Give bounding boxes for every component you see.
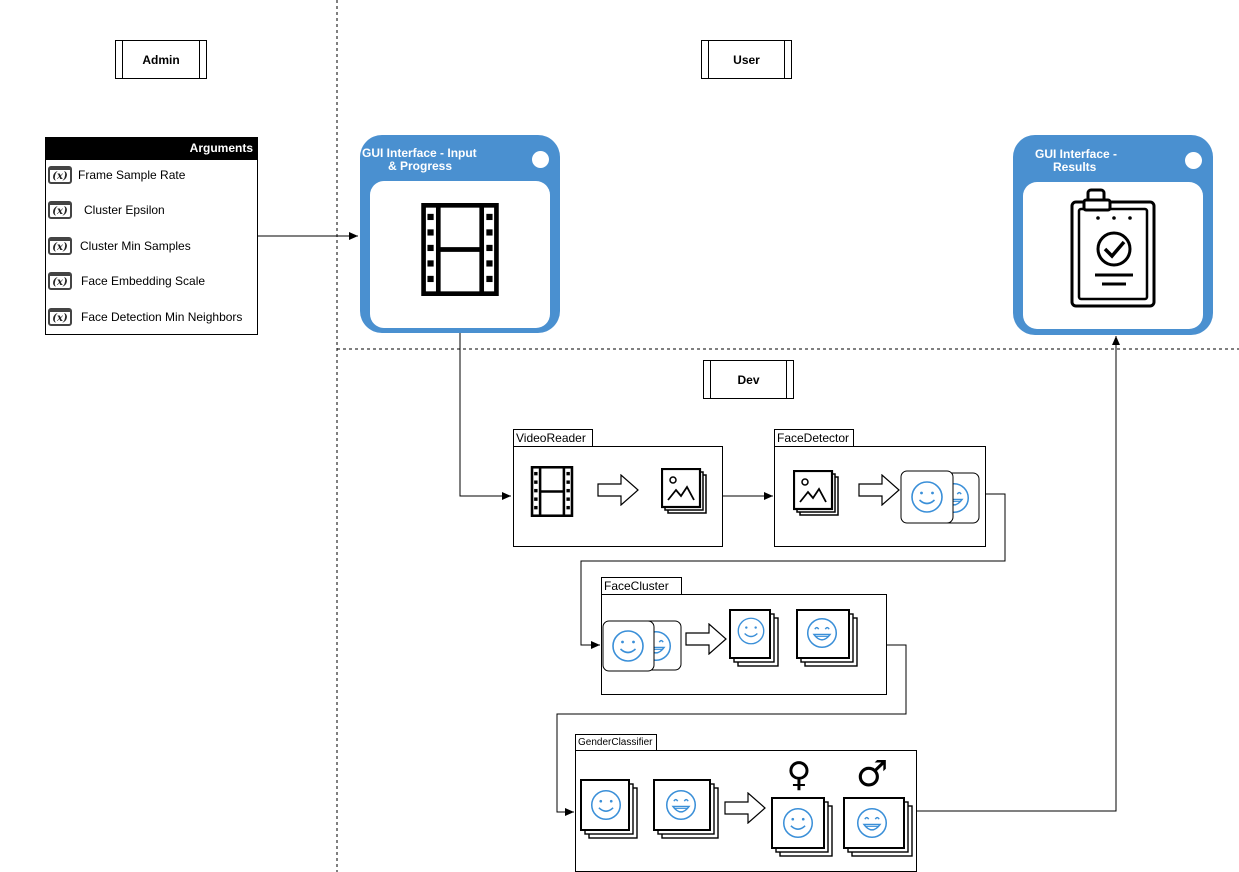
variable-icon: (x) bbox=[48, 166, 72, 184]
edge-facedetector-to-facecluster bbox=[580, 493, 1006, 649]
gui-results-status-dot bbox=[1185, 152, 1202, 169]
smile-face-stack-icon bbox=[729, 609, 779, 667]
male-face-stack-icon bbox=[843, 797, 913, 857]
variable-icon: (x) bbox=[48, 272, 72, 290]
admin-role-header: Admin bbox=[115, 40, 207, 79]
gui-input-content bbox=[370, 181, 550, 328]
user-role-header: User bbox=[701, 40, 792, 79]
grin-face-stack-icon bbox=[796, 609, 858, 667]
facedetector-tab: FaceDetector bbox=[774, 429, 854, 447]
edge-gui-input-to-videoreader bbox=[459, 332, 511, 500]
overlapping-faces-icon bbox=[900, 470, 980, 524]
argument-item: (x) Cluster Min Samples bbox=[48, 236, 191, 256]
genderclassifier-tab: GenderClassifier bbox=[575, 734, 657, 751]
argument-label: Face Detection Min Neighbors bbox=[81, 310, 243, 324]
gui-results-content bbox=[1023, 182, 1203, 329]
arguments-panel: Arguments (x) Frame Sample Rate (x) Clus… bbox=[45, 137, 258, 335]
dev-role-header: Dev bbox=[703, 360, 794, 399]
admin-role-label: Admin bbox=[142, 52, 180, 67]
dev-role-label: Dev bbox=[737, 372, 760, 387]
variable-icon: (x) bbox=[48, 201, 72, 219]
variable-icon: (x) bbox=[48, 308, 72, 326]
videoreader-module bbox=[513, 446, 723, 547]
variable-icon: (x) bbox=[48, 237, 72, 255]
argument-item: (x) Frame Sample Rate bbox=[48, 165, 185, 185]
female-face-stack-icon bbox=[771, 797, 833, 857]
videoreader-tab: VideoReader bbox=[513, 429, 593, 447]
female-symbol-icon: ♀ bbox=[787, 755, 812, 795]
smile-face-stack-icon bbox=[580, 779, 638, 839]
facedetector-module bbox=[774, 446, 986, 547]
argument-item: (x) Cluster Epsilon bbox=[48, 200, 165, 220]
argument-label: Frame Sample Rate bbox=[78, 168, 186, 182]
facecluster-tab: FaceCluster bbox=[601, 577, 682, 595]
gui-results-panel: GUI Interface - Results bbox=[1013, 135, 1213, 335]
gui-input-title: GUI Interface - Input & Progress bbox=[362, 146, 477, 173]
arguments-title: Arguments bbox=[46, 138, 257, 160]
gui-input-status-dot bbox=[532, 151, 549, 168]
overlapping-faces-icon bbox=[602, 620, 682, 672]
argument-label: Cluster Epsilon bbox=[84, 203, 165, 217]
user-role-label: User bbox=[733, 52, 760, 67]
argument-label: Face Embedding Scale bbox=[81, 274, 206, 288]
argument-label: Cluster Min Samples bbox=[80, 239, 191, 253]
clipboard-check-icon bbox=[1070, 188, 1156, 308]
gui-input-panel: GUI Interface - Input & Progress bbox=[360, 135, 560, 333]
facecluster-module bbox=[601, 594, 887, 695]
film-strip-icon bbox=[416, 203, 504, 296]
edge-facecluster-to-genderclassifier bbox=[556, 644, 907, 816]
argument-item: (x) Face Embedding Scale bbox=[48, 271, 205, 291]
grin-face-stack-icon bbox=[653, 779, 719, 839]
edge-genderclassifier-to-gui-results bbox=[916, 336, 1120, 812]
gui-results-title: GUI Interface - Results bbox=[1035, 147, 1118, 174]
argument-item: (x) Face Detection Min Neighbors bbox=[48, 307, 242, 327]
genderclassifier-module bbox=[575, 750, 917, 872]
male-symbol-icon: ♂ bbox=[856, 754, 888, 795]
